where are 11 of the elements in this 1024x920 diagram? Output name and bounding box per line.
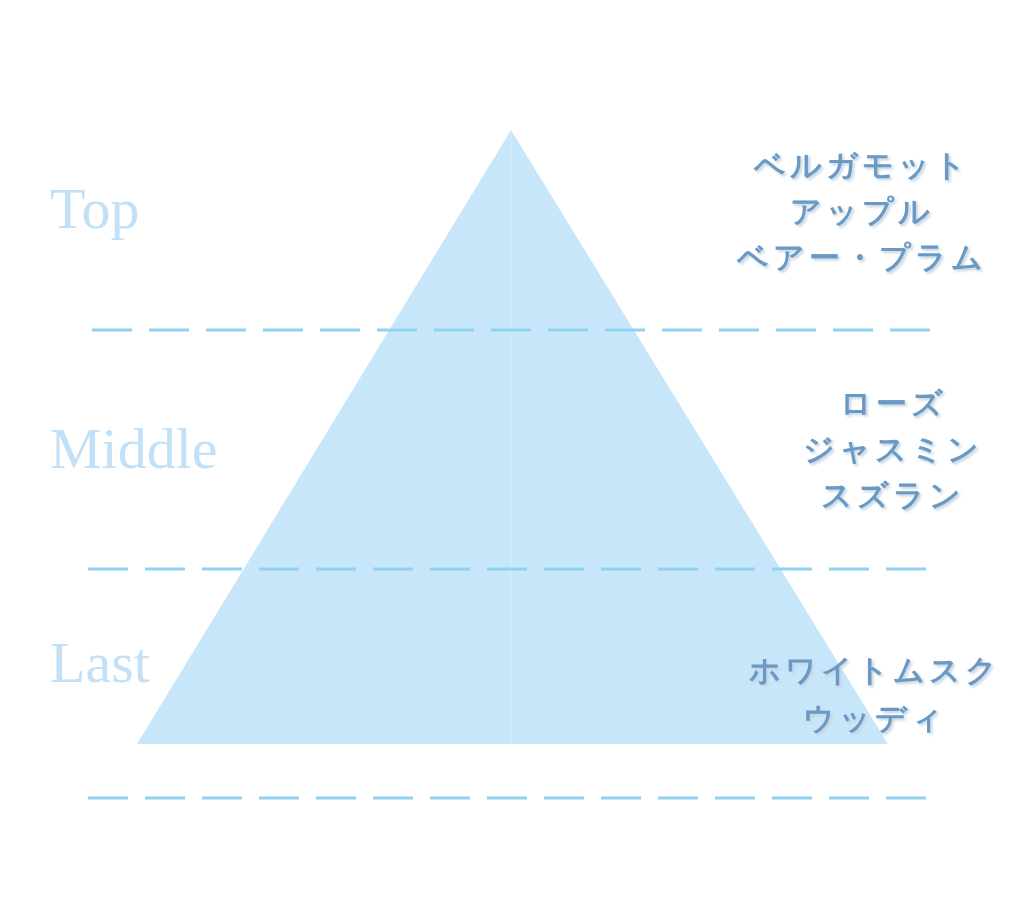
layer-label: Last	[50, 634, 150, 692]
note-label: ジャスミン	[803, 434, 983, 465]
layer-label: Middle	[50, 420, 218, 478]
note-label: スズラン	[821, 480, 965, 511]
note-label: ベルガモット	[754, 150, 970, 181]
note-label: ウッディ	[803, 703, 947, 734]
note-label: ベアー・プラム	[737, 242, 987, 273]
note-label: アップル	[790, 196, 934, 227]
layer-label: Top	[50, 180, 140, 238]
note-label: ローズ	[839, 388, 947, 419]
note-label: ホワイトムスク	[749, 655, 1001, 686]
